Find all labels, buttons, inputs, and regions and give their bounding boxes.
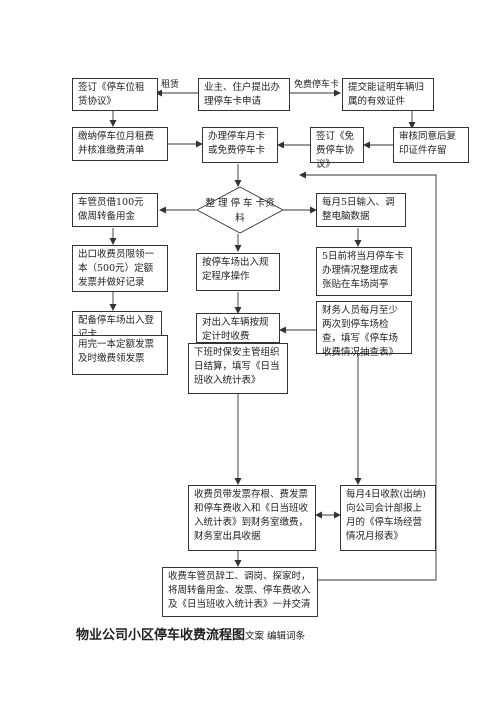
node-handle-card: 办理停车月卡或免费停车卡 (202, 127, 278, 163)
decision-diamond (196, 186, 284, 234)
node-apply-pass: 业主、住户提出办理停车卡申请 (198, 78, 290, 111)
node-finance-check: 财务人员每月至少两次到停车场检查，填写《停车场收费情况抽查表》 (316, 301, 412, 358)
node-organize: 整 理 停 车 卡资料 (205, 198, 275, 224)
title-main: 物业公司小区停车收费流程图 (76, 628, 246, 643)
node-use-up: 用完一本定额发票及时缴费领发票 (72, 335, 168, 375)
node-shift-settle: 下班时保安主管组织日结算，填写《日当班收入统计表》 (188, 343, 288, 394)
node-timed-fee: 对出入车辆按规定计时收费 (196, 313, 280, 343)
node-receive-invoice: 出口收费员限领一本（500元）定额发票并做好记录 (72, 245, 168, 292)
node-post-summary: 5日前将当月停车卡办理情况整理成表张贴在车场岗亭 (316, 247, 412, 296)
node-submit-proof: 提交能证明车辆归属的有效证件 (342, 78, 434, 111)
node-monthly-input: 每月5日输入、调整电脑数据 (316, 193, 406, 227)
node-borrow-fund: 车管员借100元做周转备用金 (72, 193, 158, 227)
title-sub: 文案 编辑词条 (245, 631, 306, 642)
node-pay-monthly: 缴纳停车位月租费并核准缴费清单 (72, 127, 168, 161)
page-title: 物业公司小区停车收费流程图文案 编辑词条 (76, 624, 305, 643)
node-deliver-cash: 收费员带发票存根、费发票和停车费收入和《日当班收入统计表》到财务室缴费，财务室出… (188, 485, 316, 551)
edge-label-free: 免费停车卡 (292, 77, 342, 90)
node-handover: 收费车管员辞工、调岗、探家时，将周转备用金、发票、停车费收入及《日当班收入统计表… (162, 567, 318, 617)
node-sign-lease: 签订《停车位租赁协议》 (72, 78, 158, 111)
edge-label-lease: 租赁 (159, 77, 182, 90)
node-report-4th: 每月4日收款(出纳)向公司会计部报上月的《停车场经营情况月报表》 (340, 485, 436, 551)
node-follow-rules: 按停车场出入规定程序操作 (196, 253, 280, 291)
node-review: 审核同意后复印证件存留 (393, 127, 469, 163)
node-sign-free: 签订《免费停车协议》 (310, 127, 364, 170)
